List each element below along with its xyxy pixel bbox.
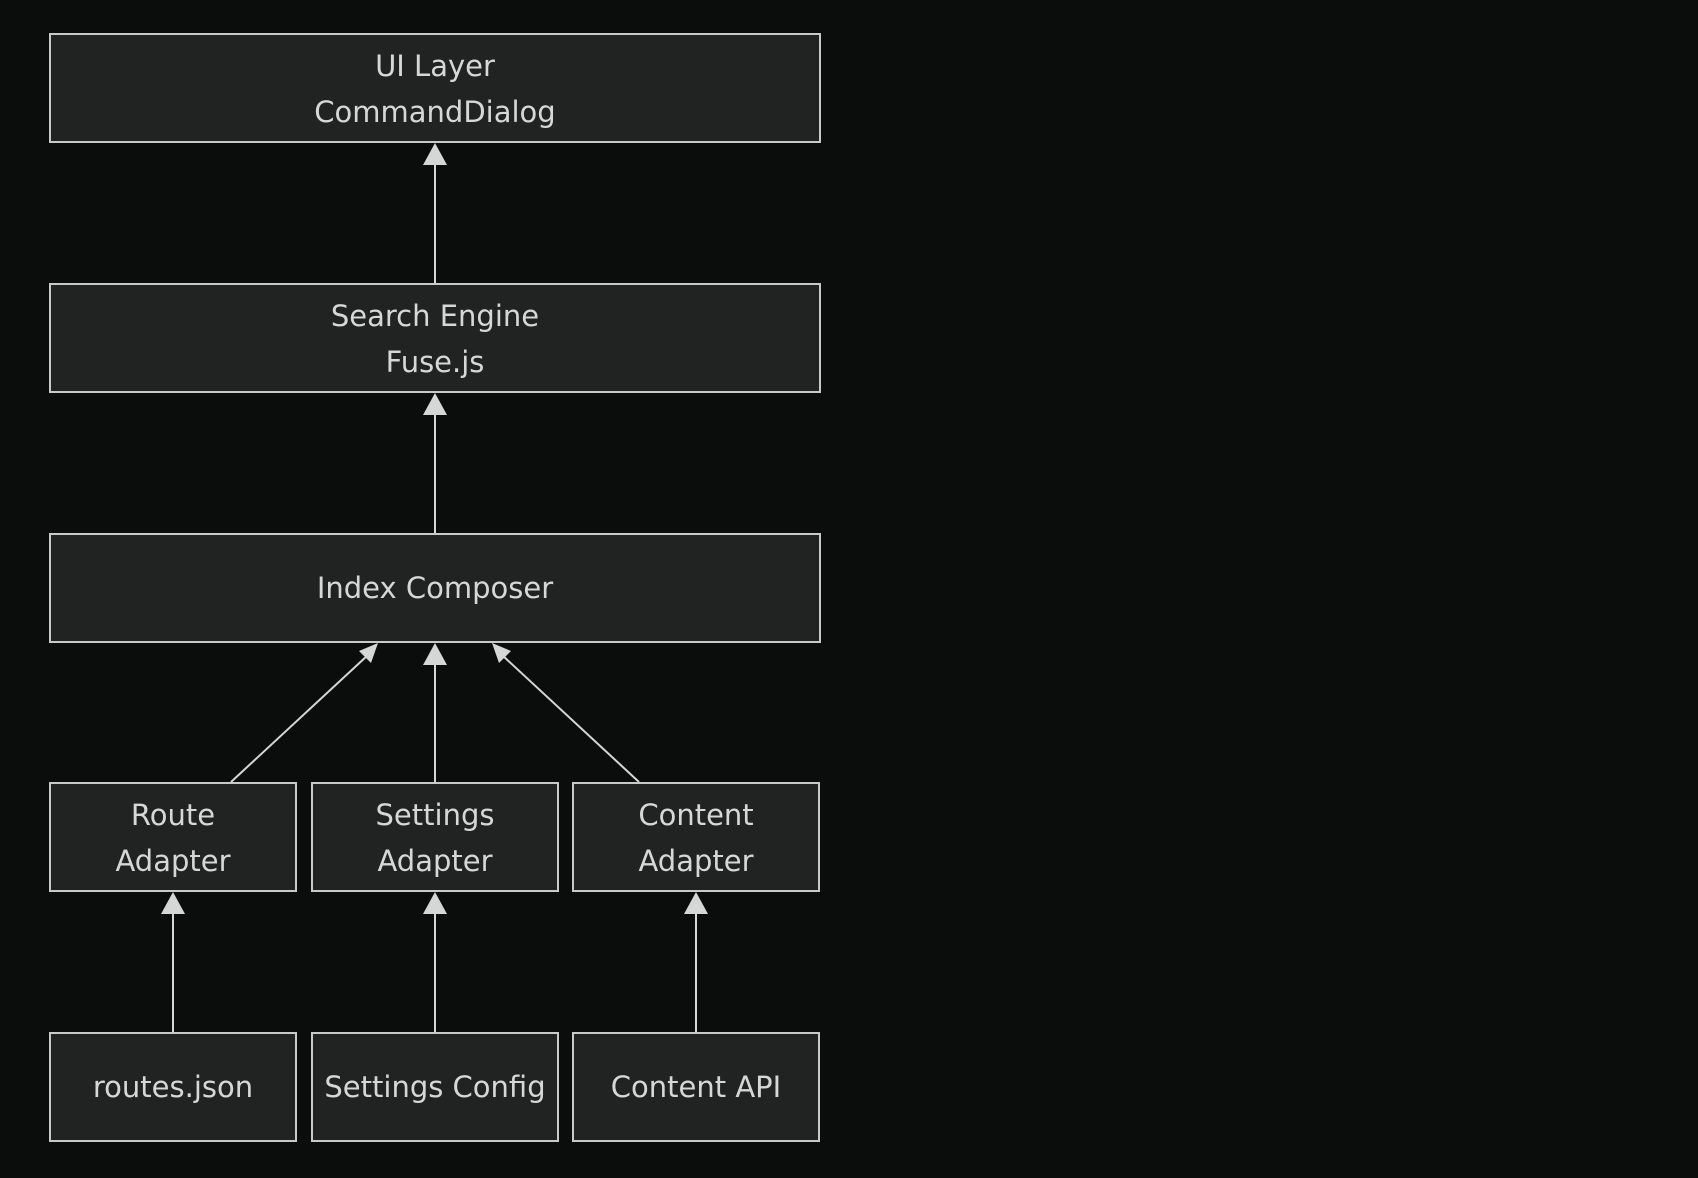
- node-label: Search Engine: [331, 299, 539, 333]
- node-box: [572, 1032, 820, 1142]
- edge-settings-adapter-to-index-composer: [423, 643, 447, 782]
- node-sublabel: Fuse.js: [386, 345, 485, 379]
- arrow-head: [492, 643, 511, 663]
- node-label: Index Composer: [317, 571, 553, 605]
- node-settings-config: Settings Config: [311, 1032, 559, 1142]
- node-box: [311, 782, 559, 892]
- node-sublabel: Adapter: [377, 844, 492, 878]
- arrow-head: [684, 892, 708, 914]
- edge-route-adapter-to-index-composer: [230, 643, 378, 783]
- node-box: [49, 283, 821, 393]
- edge-content-adapter-to-index-composer: [492, 643, 640, 783]
- node-sublabel: Adapter: [638, 844, 753, 878]
- node-search-engine: Search Engine Fuse.js: [49, 283, 821, 393]
- edge-content-api-to-content-adapter: [684, 892, 708, 1032]
- edge-routes-json-to-route-adapter: [161, 892, 185, 1032]
- node-box: [49, 782, 297, 892]
- edge-index-composer-to-search-engine: [423, 393, 447, 533]
- node-label: Content: [638, 798, 753, 832]
- node-label: Settings Config: [324, 1070, 545, 1104]
- node-box: [49, 533, 821, 643]
- node-label: Route: [131, 798, 215, 832]
- node-content-adapter: Content Adapter: [572, 782, 820, 892]
- edge-search-engine-to-ui-layer: [423, 143, 447, 283]
- arrow-head: [423, 143, 447, 165]
- node-box: [49, 1032, 297, 1142]
- node-label: routes.json: [93, 1070, 253, 1104]
- node-route-adapter: Route Adapter: [49, 782, 297, 892]
- node-box: [572, 782, 820, 892]
- arrow-head: [423, 892, 447, 914]
- node-ui-layer: UI Layer CommandDialog: [49, 33, 821, 143]
- node-label: UI Layer: [375, 49, 495, 83]
- node-box: [49, 33, 821, 143]
- edge-settings-config-to-settings-adapter: [423, 892, 447, 1032]
- nodes: UI Layer CommandDialog Search Engine Fus…: [49, 33, 821, 1142]
- edges: [161, 143, 708, 1032]
- arrow-head: [423, 643, 447, 665]
- node-sublabel: Adapter: [115, 844, 230, 878]
- node-label: Settings: [376, 798, 495, 832]
- node-content-api: Content API: [572, 1032, 820, 1142]
- arrow-head: [423, 393, 447, 415]
- node-box: [311, 1032, 559, 1142]
- arrow-head: [359, 643, 378, 663]
- node-sublabel: CommandDialog: [314, 95, 555, 129]
- node-settings-adapter: Settings Adapter: [311, 782, 559, 892]
- node-index-composer: Index Composer: [49, 533, 821, 643]
- node-routes-json: routes.json: [49, 1032, 297, 1142]
- arrow-head: [161, 892, 185, 914]
- node-label: Content API: [611, 1070, 781, 1104]
